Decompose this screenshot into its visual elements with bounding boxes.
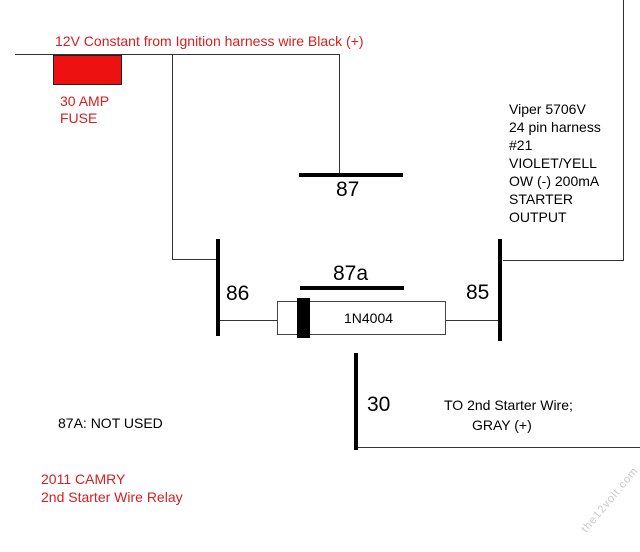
starter-output-wire xyxy=(356,447,640,448)
pin-87-label: 87 xyxy=(336,178,360,201)
diode-cathode-band xyxy=(297,298,310,338)
diagram-title-line1: 2011 CAMRY xyxy=(41,471,126,487)
pin-30-label: 30 xyxy=(367,393,391,416)
pin-87a-label: 87a xyxy=(333,262,369,285)
diagram-title-line2: 2nd Starter Wire Relay xyxy=(41,489,183,505)
pin-85-terminal xyxy=(498,239,502,341)
pin-86-terminal xyxy=(216,239,220,336)
unused-pin-note: 87A: NOT USED xyxy=(58,415,163,431)
fuse-label-line2: FUSE xyxy=(60,110,98,126)
diode-left-lead xyxy=(220,320,278,321)
pin86-feed-wire-vertical xyxy=(172,54,173,260)
fuse-symbol xyxy=(53,55,122,85)
alarm-note-line3: #21 xyxy=(509,137,533,153)
pin-30-terminal xyxy=(354,353,358,450)
pin86-feed-wire-horizontal xyxy=(172,259,218,260)
alarm-note-line2: 24 pin harness xyxy=(509,119,601,135)
pin-85-label: 85 xyxy=(466,281,490,304)
alarm-note-line5: OW (-) 200mA xyxy=(509,173,600,189)
alarm-note-line4: VIOLET/YELL xyxy=(509,155,597,171)
pin-87-terminal xyxy=(299,173,403,177)
diode-label: 1N4004 xyxy=(344,310,394,326)
site-watermark: the12volt.com xyxy=(579,464,640,536)
starter-note-line1: TO 2nd Starter Wire; xyxy=(444,397,573,413)
fuse-label-line1: 30 AMP xyxy=(60,93,110,109)
supply-wire xyxy=(15,54,340,55)
alarm-note-line1: Viper 5706V xyxy=(509,101,586,117)
diode-right-lead xyxy=(445,320,500,321)
alarm-output-wire-vertical xyxy=(623,0,624,261)
pin-86-label: 86 xyxy=(226,282,250,305)
alarm-note-line7: OUTPUT xyxy=(509,209,567,225)
pin-87a-terminal xyxy=(300,286,404,290)
supply-label: 12V Constant from Ignition harness wire … xyxy=(55,33,364,49)
starter-note-line2: GRAY (+) xyxy=(472,417,532,433)
alarm-output-wire-horizontal xyxy=(503,260,624,261)
alarm-note-line6: STARTER xyxy=(509,191,574,207)
pin87-feed-wire xyxy=(339,54,340,174)
